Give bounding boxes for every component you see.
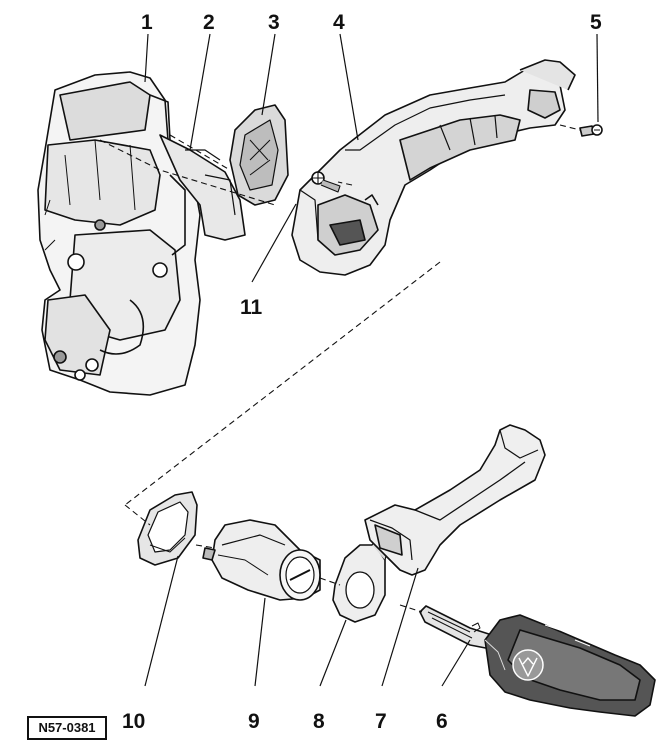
lock-seal (229, 104, 289, 206)
callout-7: 7 (375, 710, 387, 733)
assembly-lines (99, 124, 581, 613)
callout-3: 3 (268, 11, 280, 34)
handle-carrier-bracket (291, 59, 576, 276)
door-lock-body (37, 71, 201, 396)
callout-8: 8 (313, 710, 325, 733)
callout-10: 10 (122, 710, 146, 733)
callout-2: 2 (203, 11, 215, 34)
leader-lines (144, 33, 599, 687)
bracket-screw-11 (311, 171, 341, 193)
screw-5 (579, 124, 603, 137)
callout-1: 1 (141, 11, 153, 34)
callout-9: 9 (248, 710, 260, 733)
callout-5: 5 (590, 11, 602, 34)
callout-6: 6 (436, 710, 448, 733)
key-blade (419, 605, 497, 651)
callout-4: 4 (333, 11, 345, 34)
figure-code-label: N57-0381 (27, 716, 107, 740)
lock-connector (159, 134, 246, 241)
lock-cylinder (202, 519, 321, 601)
remote-key-fob (484, 614, 656, 717)
callout-11: 11 (240, 296, 263, 319)
cylinder-gasket (137, 491, 198, 566)
door-handle (364, 424, 546, 576)
